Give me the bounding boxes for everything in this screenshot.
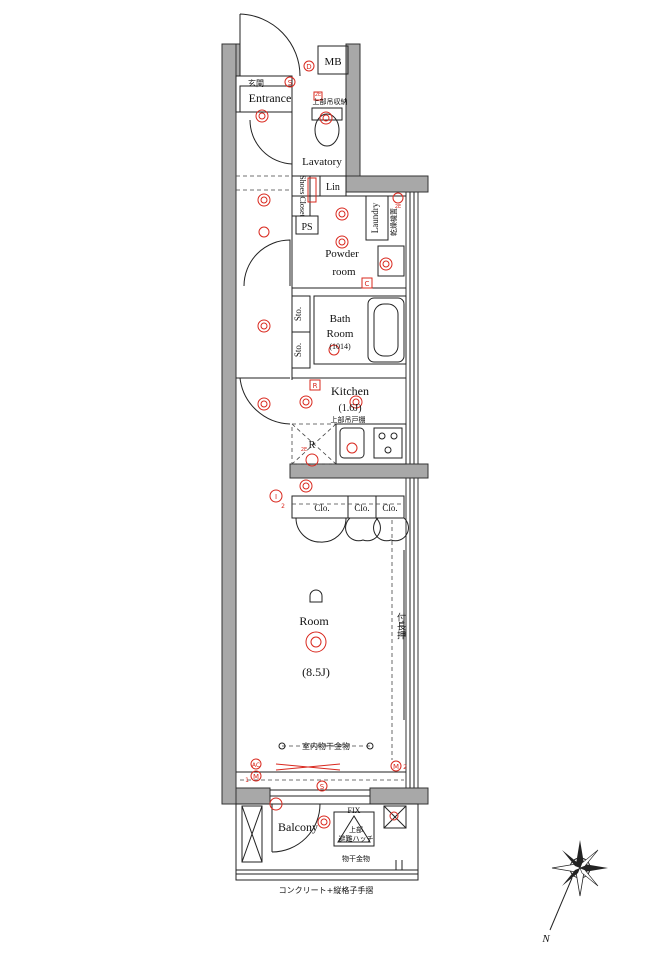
closet-label-1: Clo. xyxy=(314,503,329,513)
hatch-label-2: 避難ハッチ xyxy=(339,834,374,843)
shoe-closet-label: Shoes Closet xyxy=(298,175,307,217)
i-sub: 2 xyxy=(281,503,285,510)
laundry-box xyxy=(365,195,389,241)
mb-box xyxy=(317,45,349,75)
north-label: N xyxy=(541,933,550,945)
laundry-dryer-label: 乾燥機置 xyxy=(389,208,398,236)
room-size-label: (8.5J) xyxy=(302,665,330,679)
m-symbol: M xyxy=(253,773,259,781)
fix-label: FIX xyxy=(348,806,361,815)
entrance-door xyxy=(239,13,301,77)
balcony-door xyxy=(271,803,321,853)
storage-2 xyxy=(291,331,311,369)
compass-rose xyxy=(549,840,608,931)
r-symbol: R xyxy=(313,382,318,390)
evacuation-hatch xyxy=(333,811,375,847)
d-symbol: D xyxy=(306,63,311,71)
electrical-symbols xyxy=(250,60,404,829)
lavatory-door xyxy=(249,119,293,165)
lavatory-label: Lavatory xyxy=(302,156,342,168)
laundry-label: Laundry xyxy=(370,202,380,233)
indoor-drying-label: 室内物干金物 xyxy=(302,741,350,751)
closet-door-1 xyxy=(295,517,347,543)
entrance-upper-storage-label: 上部吊収納 xyxy=(313,97,348,106)
railing-label: コンクリート+縦格子手摺 xyxy=(279,885,374,895)
entrance-jp-label: 玄関 xyxy=(248,78,264,88)
bath-size-label: (1014) xyxy=(329,342,351,351)
powder-room-label-2: room xyxy=(332,266,356,278)
linen-label: Lin xyxy=(326,182,340,193)
kitchen-size-label: (1.6J) xyxy=(338,403,361,414)
kitchen-upper-cabinet-label: 上部吊戸棚 xyxy=(331,415,366,424)
bath-label-1: Bath xyxy=(330,313,351,325)
m2-symbol: M xyxy=(393,763,399,771)
m-sub: 1 xyxy=(245,777,249,784)
s-symbol: S xyxy=(288,79,293,87)
ps-box xyxy=(295,215,319,235)
2e-symbol-2: 2E xyxy=(395,204,401,210)
right-window-wall xyxy=(405,191,419,793)
2e-symbol-1: 2E xyxy=(315,92,321,98)
bath-label-2: Room xyxy=(327,328,354,340)
hall-door xyxy=(243,239,291,287)
entrance-label: Entrance xyxy=(249,91,292,105)
powder-room-label-1: Powder xyxy=(325,248,359,260)
washbasin xyxy=(377,245,405,277)
left-wall xyxy=(221,43,237,805)
closet-door-3 xyxy=(373,517,409,542)
ac-outdoor-unit xyxy=(241,805,263,863)
kitchen-sink xyxy=(339,427,365,459)
c-symbol: C xyxy=(365,280,370,288)
ps-label: PS xyxy=(301,222,312,233)
kitchen-counter xyxy=(335,423,407,465)
kitchen-label: Kitchen xyxy=(331,384,369,398)
ceiling-light xyxy=(309,589,323,603)
closet-label-2: Clo. xyxy=(354,503,369,513)
bath-room xyxy=(313,295,407,365)
toilet xyxy=(314,113,340,147)
2e-symbol-3: 2E xyxy=(301,447,307,453)
m2-sub: 2 xyxy=(403,764,407,771)
storage-label-1: Sto. xyxy=(293,307,303,321)
nageshi-label: 付長押 xyxy=(395,612,406,640)
s2-symbol: S xyxy=(320,783,325,791)
ac-symbol: AC xyxy=(252,762,260,769)
balcony-wall-right xyxy=(369,787,429,805)
right-wall-step xyxy=(345,175,429,193)
storage-label-2: Sto. xyxy=(293,343,303,357)
hatch-label-1: 上部 xyxy=(349,825,363,834)
room-label: Room xyxy=(299,614,329,628)
balcony-wall-left xyxy=(235,787,271,805)
balcony-label: Balcony xyxy=(278,820,318,834)
i-symbol: I xyxy=(275,493,277,501)
stove xyxy=(373,427,403,459)
refrigerator-label: R xyxy=(309,440,316,451)
mb-label: MB xyxy=(324,56,341,68)
bathtub xyxy=(367,297,405,363)
closet-door-2 xyxy=(345,517,381,542)
drying-metal-label: 物干金物 xyxy=(342,854,370,863)
closet-label-3: Clo. xyxy=(382,503,397,513)
